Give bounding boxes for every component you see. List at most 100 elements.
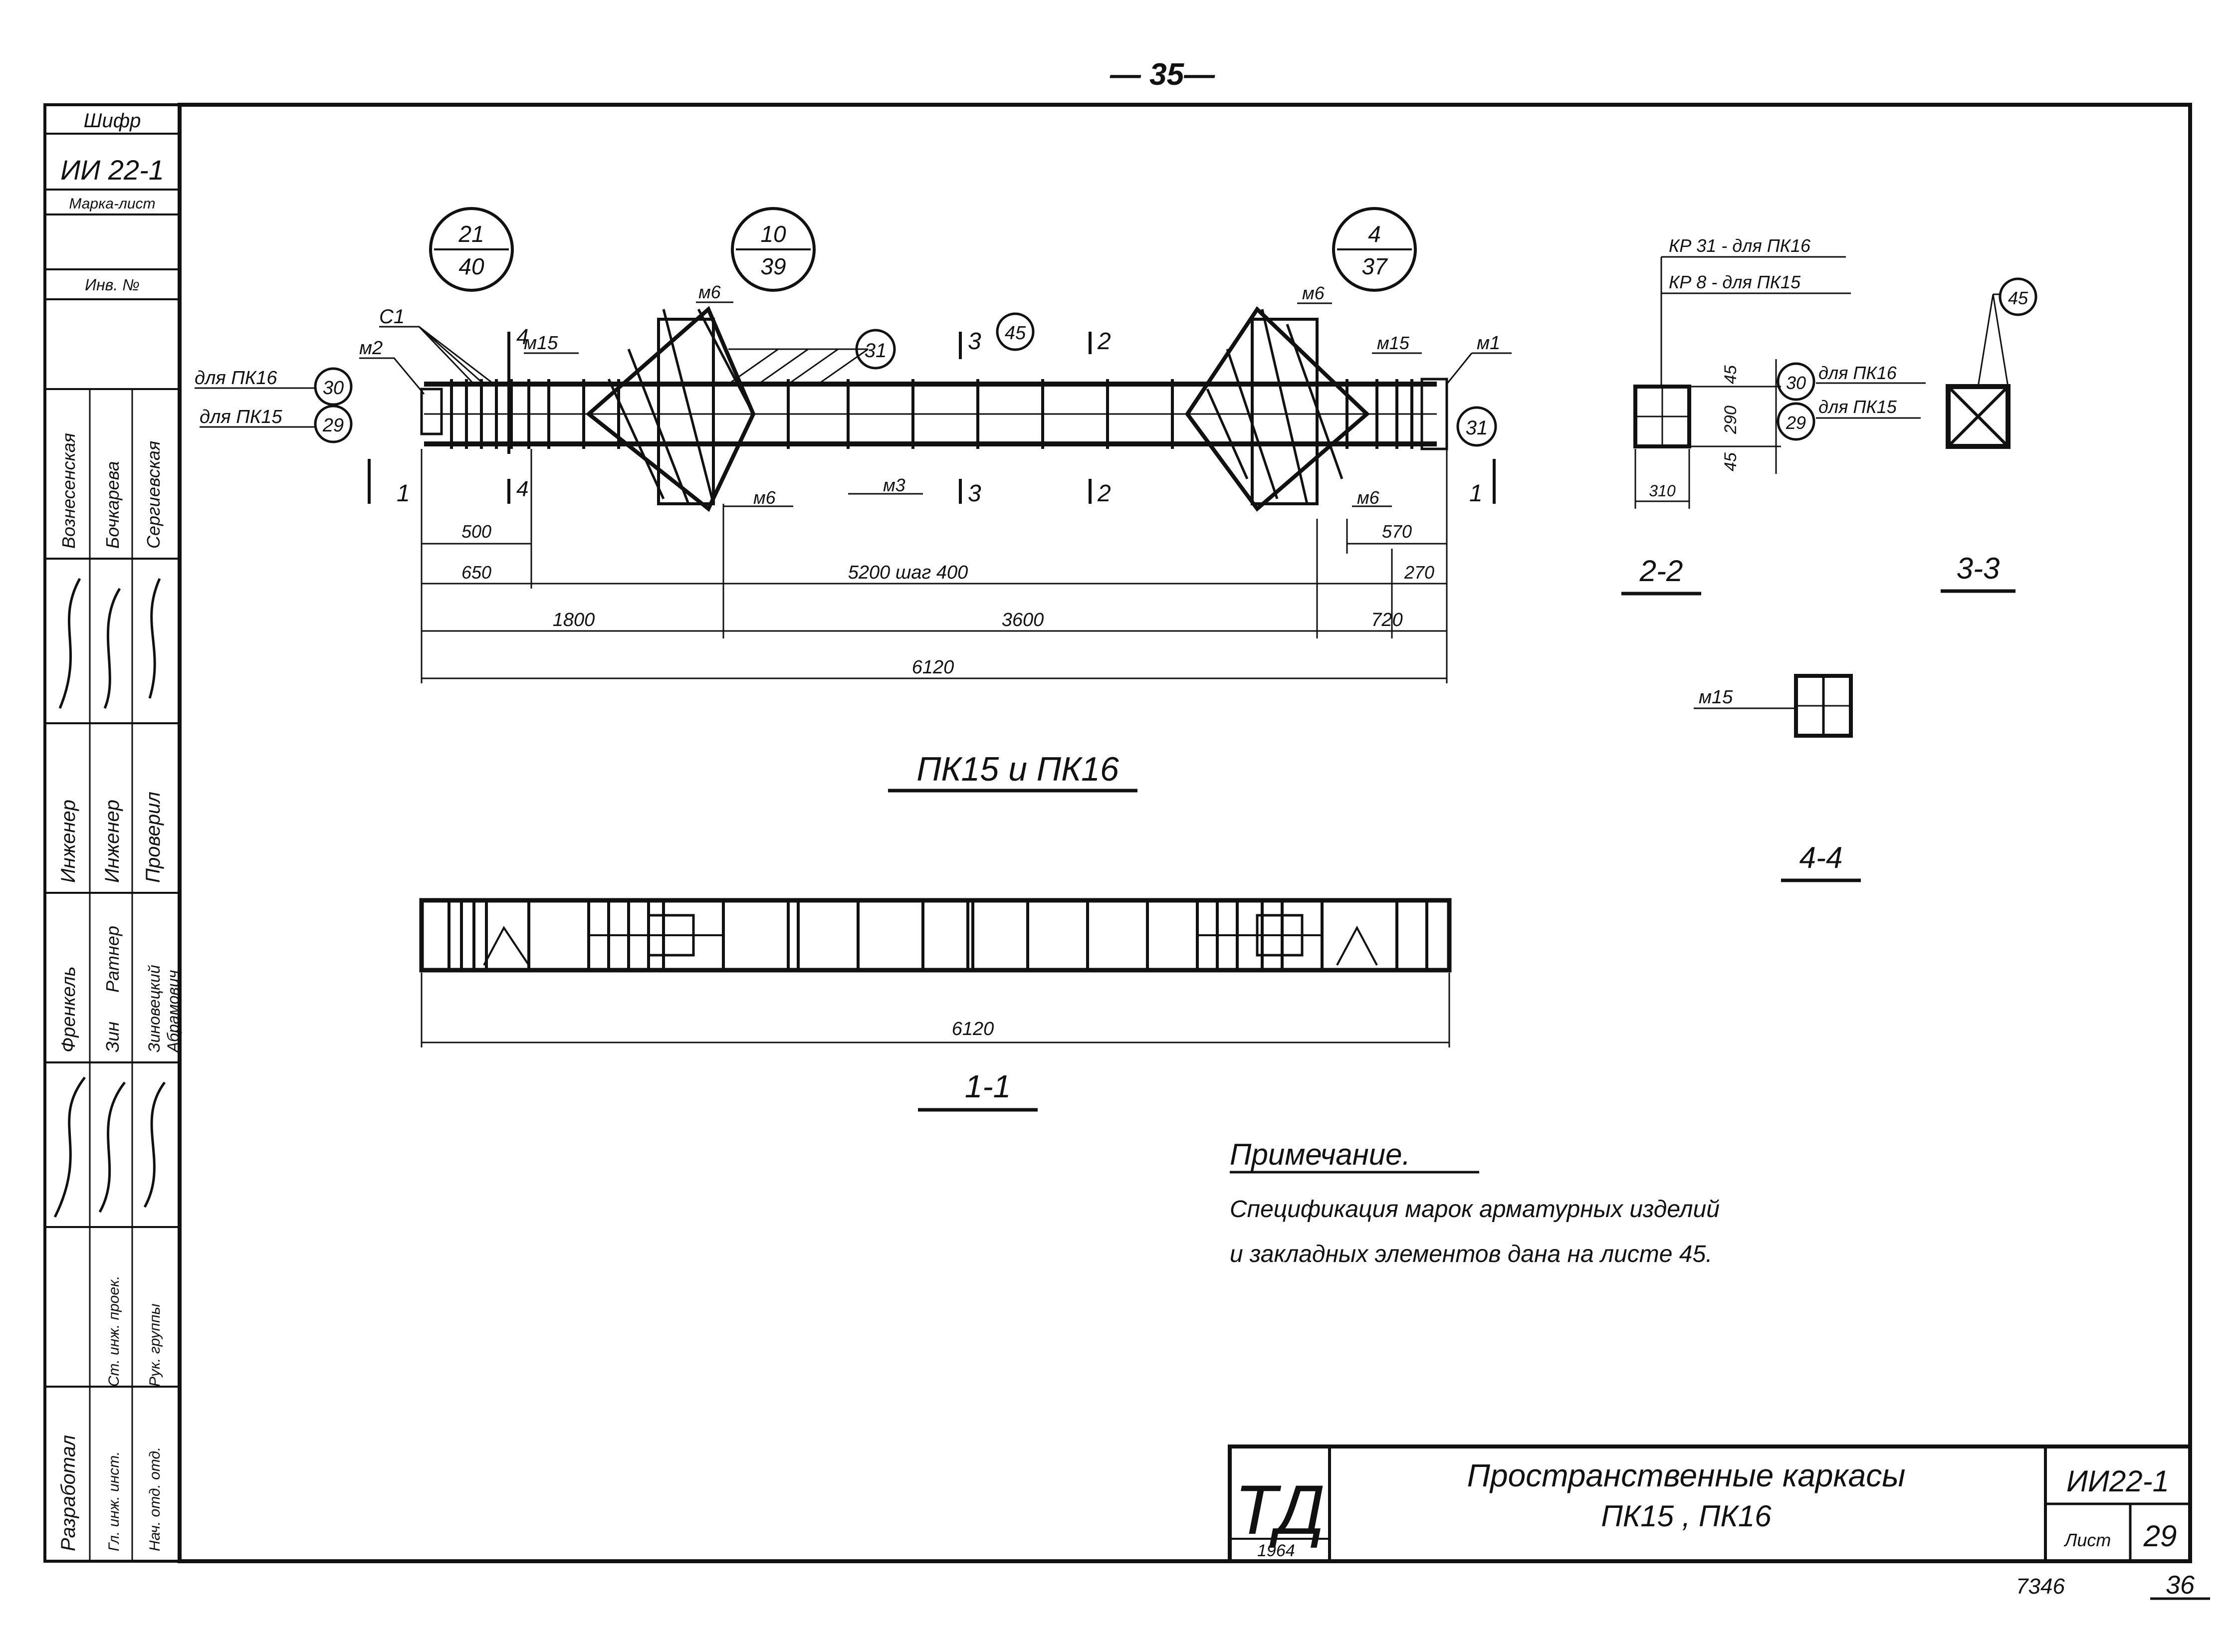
title-block: ТД 1964 Пространственные каркасы ПК15 , … <box>1228 1445 2192 1563</box>
section22-title: 2-2 <box>1639 554 1683 588</box>
svg-text:40: 40 <box>458 253 484 279</box>
elevation-view: 21 40 10 39 4 37 С1 м2 м15 м6 м6 м3 м6 м… <box>195 207 1512 793</box>
section22-for-pk15: для ПК15 <box>1818 397 1897 417</box>
section-3-3: 45 3-3 <box>1941 277 2037 593</box>
dim-270: 270 <box>1404 562 1434 583</box>
title-year: 1964 <box>1257 1541 1295 1560</box>
dim-5200: 5200 шаг 400 <box>848 562 968 583</box>
svg-text:10: 10 <box>760 221 786 247</box>
callout-10-39: 10 39 <box>731 207 816 292</box>
ref-m6-bottom-right: м6 <box>1357 487 1380 508</box>
section22-note2: КР 8 - для ПК15 <box>1669 272 1801 292</box>
logo-td: ТД <box>1234 1470 1325 1549</box>
inv-label: Инв. № <box>85 276 140 294</box>
title-line2: ПК15 , ПК16 <box>1601 1499 1772 1533</box>
section22-d290: 290 <box>1721 406 1740 434</box>
dim-720: 720 <box>1371 610 1402 630</box>
section-mark-1-right: 1 <box>1469 480 1483 507</box>
svg-text:37: 37 <box>1361 253 1388 279</box>
section44-ref: м15 <box>1699 687 1733 708</box>
role-chief-engineer: Гл. инж. инст. <box>106 1451 122 1551</box>
plan-view-1-1: 6120 1-1 <box>419 898 1452 1112</box>
name-voznesenskaya: Вознесенская <box>58 433 79 549</box>
plan-title: 1-1 <box>965 1068 1011 1104</box>
side-stamp: Шифр ИИ 22-1 Марка-лист Инв. № Разработа… <box>43 103 182 1563</box>
dim-570: 570 <box>1382 521 1412 542</box>
name-abramovich: Абрамович <box>164 970 182 1053</box>
pos-31-circle-a <box>855 329 896 370</box>
pos-30-circle <box>314 367 353 406</box>
note-block: Примечание. Спецификация марок арматурны… <box>1230 1138 1720 1267</box>
ref-m1: м1 <box>1477 333 1500 354</box>
page-number: — 35— <box>1110 57 1215 92</box>
svg-text:30: 30 <box>1786 373 1806 393</box>
ref-m3: м3 <box>883 475 905 495</box>
page-ref: 36 <box>2166 1571 2195 1600</box>
section22-pos30 <box>1777 362 1815 401</box>
plan-dim-6120: 6120 <box>952 1019 994 1039</box>
role-developer: Разработал <box>57 1435 79 1551</box>
svg-text:29: 29 <box>1786 413 1806 433</box>
svg-text:45: 45 <box>1005 323 1026 344</box>
name-sergievskaya: Сергиевская <box>143 441 164 549</box>
ref-m6-top-left: м6 <box>698 282 721 302</box>
note-line1: Спецификация марок арматурных изделий <box>1230 1196 1720 1223</box>
section33-pos45 <box>1999 277 2037 316</box>
title-code: ИИ22-1 <box>2066 1464 2169 1498</box>
section-2-2: КР 31 - для ПК16 КР 8 - для ПК15 45 290 … <box>1621 235 1926 596</box>
callout-21-40: 21 40 <box>429 207 514 292</box>
label-for-pk16: для ПК16 <box>195 368 277 389</box>
role-engineer-1: Инженер <box>57 800 79 883</box>
marka-list-label: Марка-лист <box>69 196 155 212</box>
signatures-upper <box>58 578 161 709</box>
sheet-label: Лист <box>2064 1530 2111 1550</box>
pos-31-circle-b <box>1456 406 1497 447</box>
section-mark-1-left: 1 <box>397 480 410 507</box>
role-head: Нач. отд. отд. <box>147 1447 163 1551</box>
svg-text:39: 39 <box>760 253 786 279</box>
section-mark-4-bottom: 4 <box>516 477 528 501</box>
signatures-lower <box>53 1076 166 1218</box>
svg-text:31: 31 <box>865 340 887 362</box>
section-mark-2-bottom: 2 <box>1097 480 1111 507</box>
svg-text:30: 30 <box>323 378 344 399</box>
shifr-label: Шифр <box>84 110 141 132</box>
name-frenkel: Френкель <box>58 966 79 1052</box>
section44-title: 4-4 <box>1799 841 1843 874</box>
ref-c1: С1 <box>379 306 405 328</box>
section22-pos29 <box>1777 402 1815 441</box>
name-zin: Зин <box>102 1022 123 1052</box>
section22-d45b: 45 <box>1721 452 1740 471</box>
title-line1: Пространственные каркасы <box>1467 1457 1906 1493</box>
svg-text:29: 29 <box>322 415 344 436</box>
section-mark-2-top: 2 <box>1097 328 1111 355</box>
role-checked: Проверил <box>142 792 164 883</box>
svg-text:31: 31 <box>1466 417 1488 439</box>
pos-45-circle <box>996 312 1035 351</box>
note-heading: Примечание. <box>1230 1138 1410 1171</box>
pos-29-circle <box>314 405 353 443</box>
section22-d45a: 45 <box>1721 365 1740 384</box>
role-engineer-2: Инженер <box>101 800 123 883</box>
elevation-title: ПК15 и ПК16 <box>916 750 1119 788</box>
role-senior-engineer: Ст. инж. проек. <box>106 1275 122 1387</box>
dim-1800: 1800 <box>553 610 595 630</box>
svg-text:45: 45 <box>2008 288 2028 308</box>
dim-650: 650 <box>461 562 491 583</box>
section33-title: 3-3 <box>1957 552 2000 585</box>
name-bochkareva: Бочкарева <box>102 461 123 549</box>
callout-4-37: 4 37 <box>1332 207 1417 292</box>
order-number: 7346 <box>2016 1574 2065 1599</box>
svg-text:21: 21 <box>458 221 484 247</box>
name-zinovetsky: Зиновецкий <box>145 965 163 1052</box>
section-mark-3-top: 3 <box>968 328 981 355</box>
dim-500: 500 <box>461 521 491 542</box>
section22-note1: КР 31 - для ПК16 <box>1669 235 1811 256</box>
drawing-frame <box>178 103 2192 1563</box>
name-ratner: Ратнер <box>102 926 123 993</box>
dim-6120: 6120 <box>912 657 954 678</box>
role-group-lead: Рук. группы <box>147 1304 163 1387</box>
section-mark-4-top: 4 <box>516 325 528 349</box>
section22-for-pk16: для ПК16 <box>1818 363 1897 383</box>
